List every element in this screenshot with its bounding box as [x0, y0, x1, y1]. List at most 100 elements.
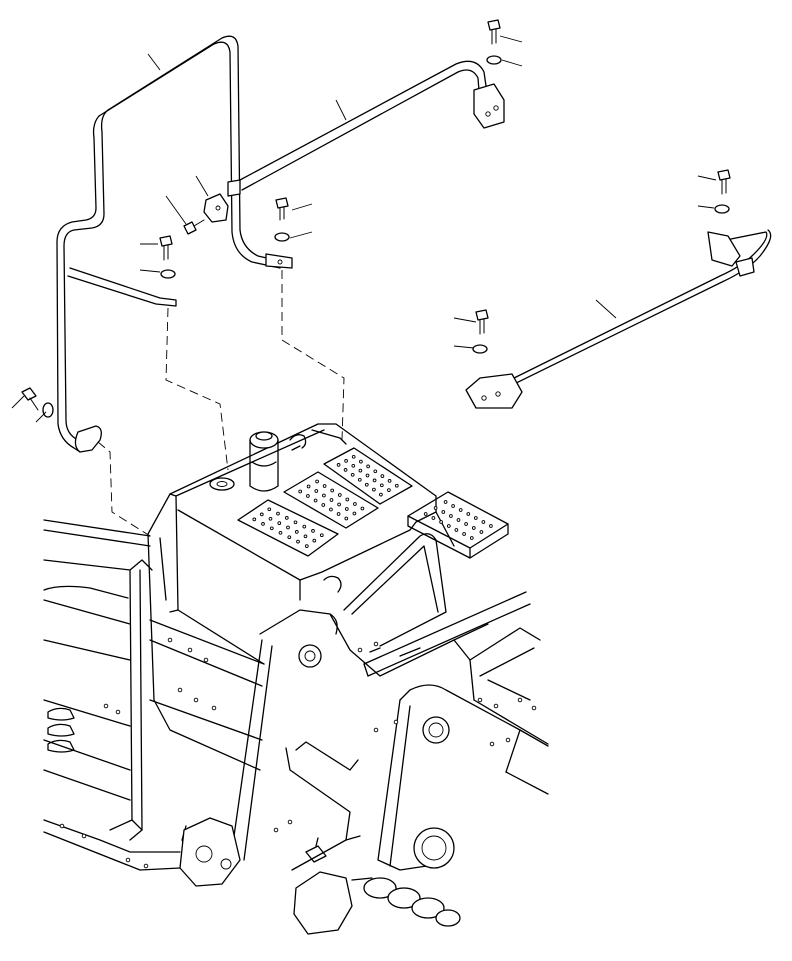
tread-dot [337, 493, 342, 497]
tread-dot [451, 504, 455, 508]
tread-dot [252, 517, 257, 522]
tread-dot [322, 493, 326, 498]
rivet-dots [59, 637, 537, 869]
tread-dot [446, 524, 451, 528]
rivet-dot [203, 657, 209, 663]
tread-dot [287, 535, 292, 540]
tread-dot [387, 488, 391, 492]
rivet-dot [59, 823, 65, 829]
tread-dot [329, 507, 333, 512]
tread-dot [304, 544, 309, 548]
tank-port [209, 477, 235, 491]
tread-dot [345, 497, 350, 502]
tread-dot [278, 530, 283, 535]
rivet-dot [373, 727, 379, 733]
tread-dot [365, 473, 370, 478]
tread-dot [373, 469, 378, 474]
side-panel-left [43, 519, 265, 871]
tread-dot [479, 530, 484, 534]
rivet-dot [357, 647, 363, 653]
tread-dot [315, 479, 319, 484]
bolt-washer-group-5 [472, 309, 489, 354]
handrail-upper-rail [239, 60, 505, 191]
tread-dot [433, 506, 438, 510]
tread-dot [372, 487, 376, 492]
tread-dot [473, 516, 478, 520]
clamp-bracket [203, 193, 229, 223]
tread-dot [329, 498, 334, 502]
tread-plate-2 [283, 471, 379, 529]
rivet-dot [125, 857, 131, 863]
tread-dot [322, 484, 327, 488]
tread-dot [359, 459, 363, 464]
tread-dot [456, 518, 461, 522]
track-rollers [351, 877, 461, 927]
tread-dot [336, 512, 341, 516]
tread-dot [469, 536, 474, 540]
tread-dot [466, 512, 471, 516]
tread-dots [252, 454, 493, 548]
rivet-dot [531, 705, 537, 711]
tread-dot [387, 479, 392, 483]
tread-dot [286, 525, 290, 530]
tread-dot [351, 463, 356, 468]
tread-dot [314, 489, 319, 493]
tread-dot [321, 503, 326, 507]
tread-dot [293, 520, 298, 525]
rivet-dot [103, 703, 109, 709]
tread-dot [306, 484, 311, 489]
tread-dot [471, 526, 476, 530]
tread-dot [441, 510, 446, 514]
rivet-dot [287, 819, 293, 825]
tread-dot [319, 533, 324, 538]
bolt-washer-group-2 [714, 169, 731, 214]
boom-pin-boss-3 [413, 827, 455, 869]
tread-dot [394, 483, 399, 488]
louver-vents [47, 707, 75, 753]
tread-dot [352, 511, 357, 516]
tread-dot [298, 489, 303, 494]
tread-dot [344, 459, 348, 463]
loader-frame [181, 609, 549, 871]
boom-pin-boss-1 [298, 644, 322, 668]
filler-cap [249, 431, 279, 492]
rivet-dot [373, 641, 379, 647]
tread-dot [303, 534, 308, 539]
hook-clip [305, 837, 327, 863]
tread-dot [268, 516, 273, 521]
tread-dot [351, 454, 356, 459]
rivet-dot [493, 703, 499, 709]
tread-dot [312, 538, 317, 543]
tread-dot [296, 539, 300, 544]
bolt-washer-group-3 [274, 197, 290, 242]
rivet-dot [505, 737, 511, 743]
rivet-dot [393, 719, 399, 725]
tread-dot [353, 502, 357, 506]
boom-foot-plate [293, 871, 353, 935]
tread-dot [372, 478, 377, 483]
tread-dot [259, 512, 264, 517]
rivet-dot [143, 863, 149, 869]
rivet-dot [177, 687, 183, 693]
rivet-dot [211, 705, 217, 711]
bolt-washer-group-1 [486, 19, 502, 65]
tread-dot [311, 529, 315, 533]
rivet-dot [273, 827, 279, 833]
tread-dot [343, 468, 348, 472]
tread-dot [261, 522, 265, 526]
rivet-dot [477, 697, 483, 703]
rivet-dot [167, 637, 173, 643]
tread-plate-1 [237, 499, 339, 557]
tread-dot [284, 516, 289, 520]
step-plate [407, 491, 509, 559]
rivet-dot [187, 647, 193, 653]
tread-dot [357, 477, 362, 482]
tread-dot [344, 516, 349, 521]
cross-rail [363, 591, 531, 677]
tread-dot [302, 524, 307, 529]
rivet-dot [193, 697, 199, 703]
handrail-right-rail [465, 229, 772, 409]
rivet-dot [517, 697, 523, 703]
tread-dot [464, 522, 468, 526]
